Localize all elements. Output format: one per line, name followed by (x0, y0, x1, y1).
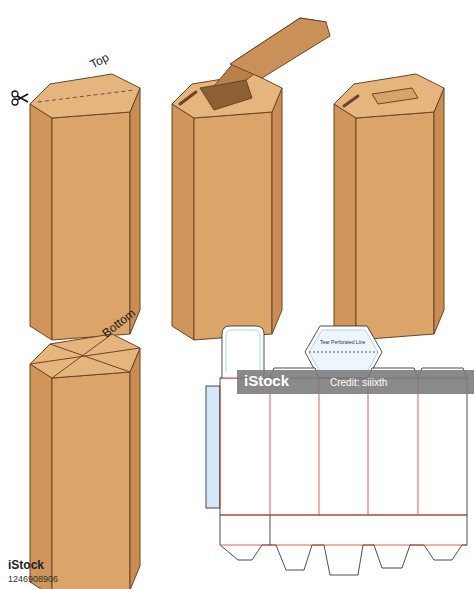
hexagonal-box (30, 334, 140, 589)
box-face (30, 364, 52, 589)
tear-line-note: Tear Perforated Line (320, 340, 365, 346)
fold-lines (220, 378, 467, 545)
glue-flap (206, 386, 220, 508)
box-face (172, 104, 194, 340)
dieline (206, 326, 467, 575)
hexagonal-box (334, 74, 444, 340)
box-face (356, 112, 434, 340)
tear-line (309, 352, 378, 353)
box-face (30, 334, 140, 378)
top-label: Top (88, 51, 111, 72)
tuck-slot (372, 88, 418, 104)
box-face (272, 88, 282, 334)
hexagonal-box (12, 74, 140, 340)
watermark: iStock (8, 559, 44, 572)
image-id: 1246908906 (8, 575, 58, 585)
box-face (334, 74, 444, 118)
body-panels (220, 378, 467, 515)
box-face (52, 112, 130, 340)
hexagonal-box (172, 18, 330, 340)
scissors-icon (12, 91, 28, 105)
box-face (130, 88, 140, 334)
tear-line (38, 90, 134, 102)
lid-flap (230, 18, 330, 78)
watermark-band (237, 370, 474, 394)
credit-watermark: Credit: siiixth (330, 377, 387, 388)
lock-folds (30, 334, 140, 378)
box-face (52, 372, 130, 589)
watermark: iStock (244, 373, 289, 390)
box-opening (200, 80, 252, 110)
box-face (30, 104, 52, 340)
box-face (334, 104, 356, 340)
box-face (434, 88, 444, 334)
box-face (194, 112, 272, 340)
box-face (130, 348, 140, 589)
box-face (30, 74, 140, 118)
